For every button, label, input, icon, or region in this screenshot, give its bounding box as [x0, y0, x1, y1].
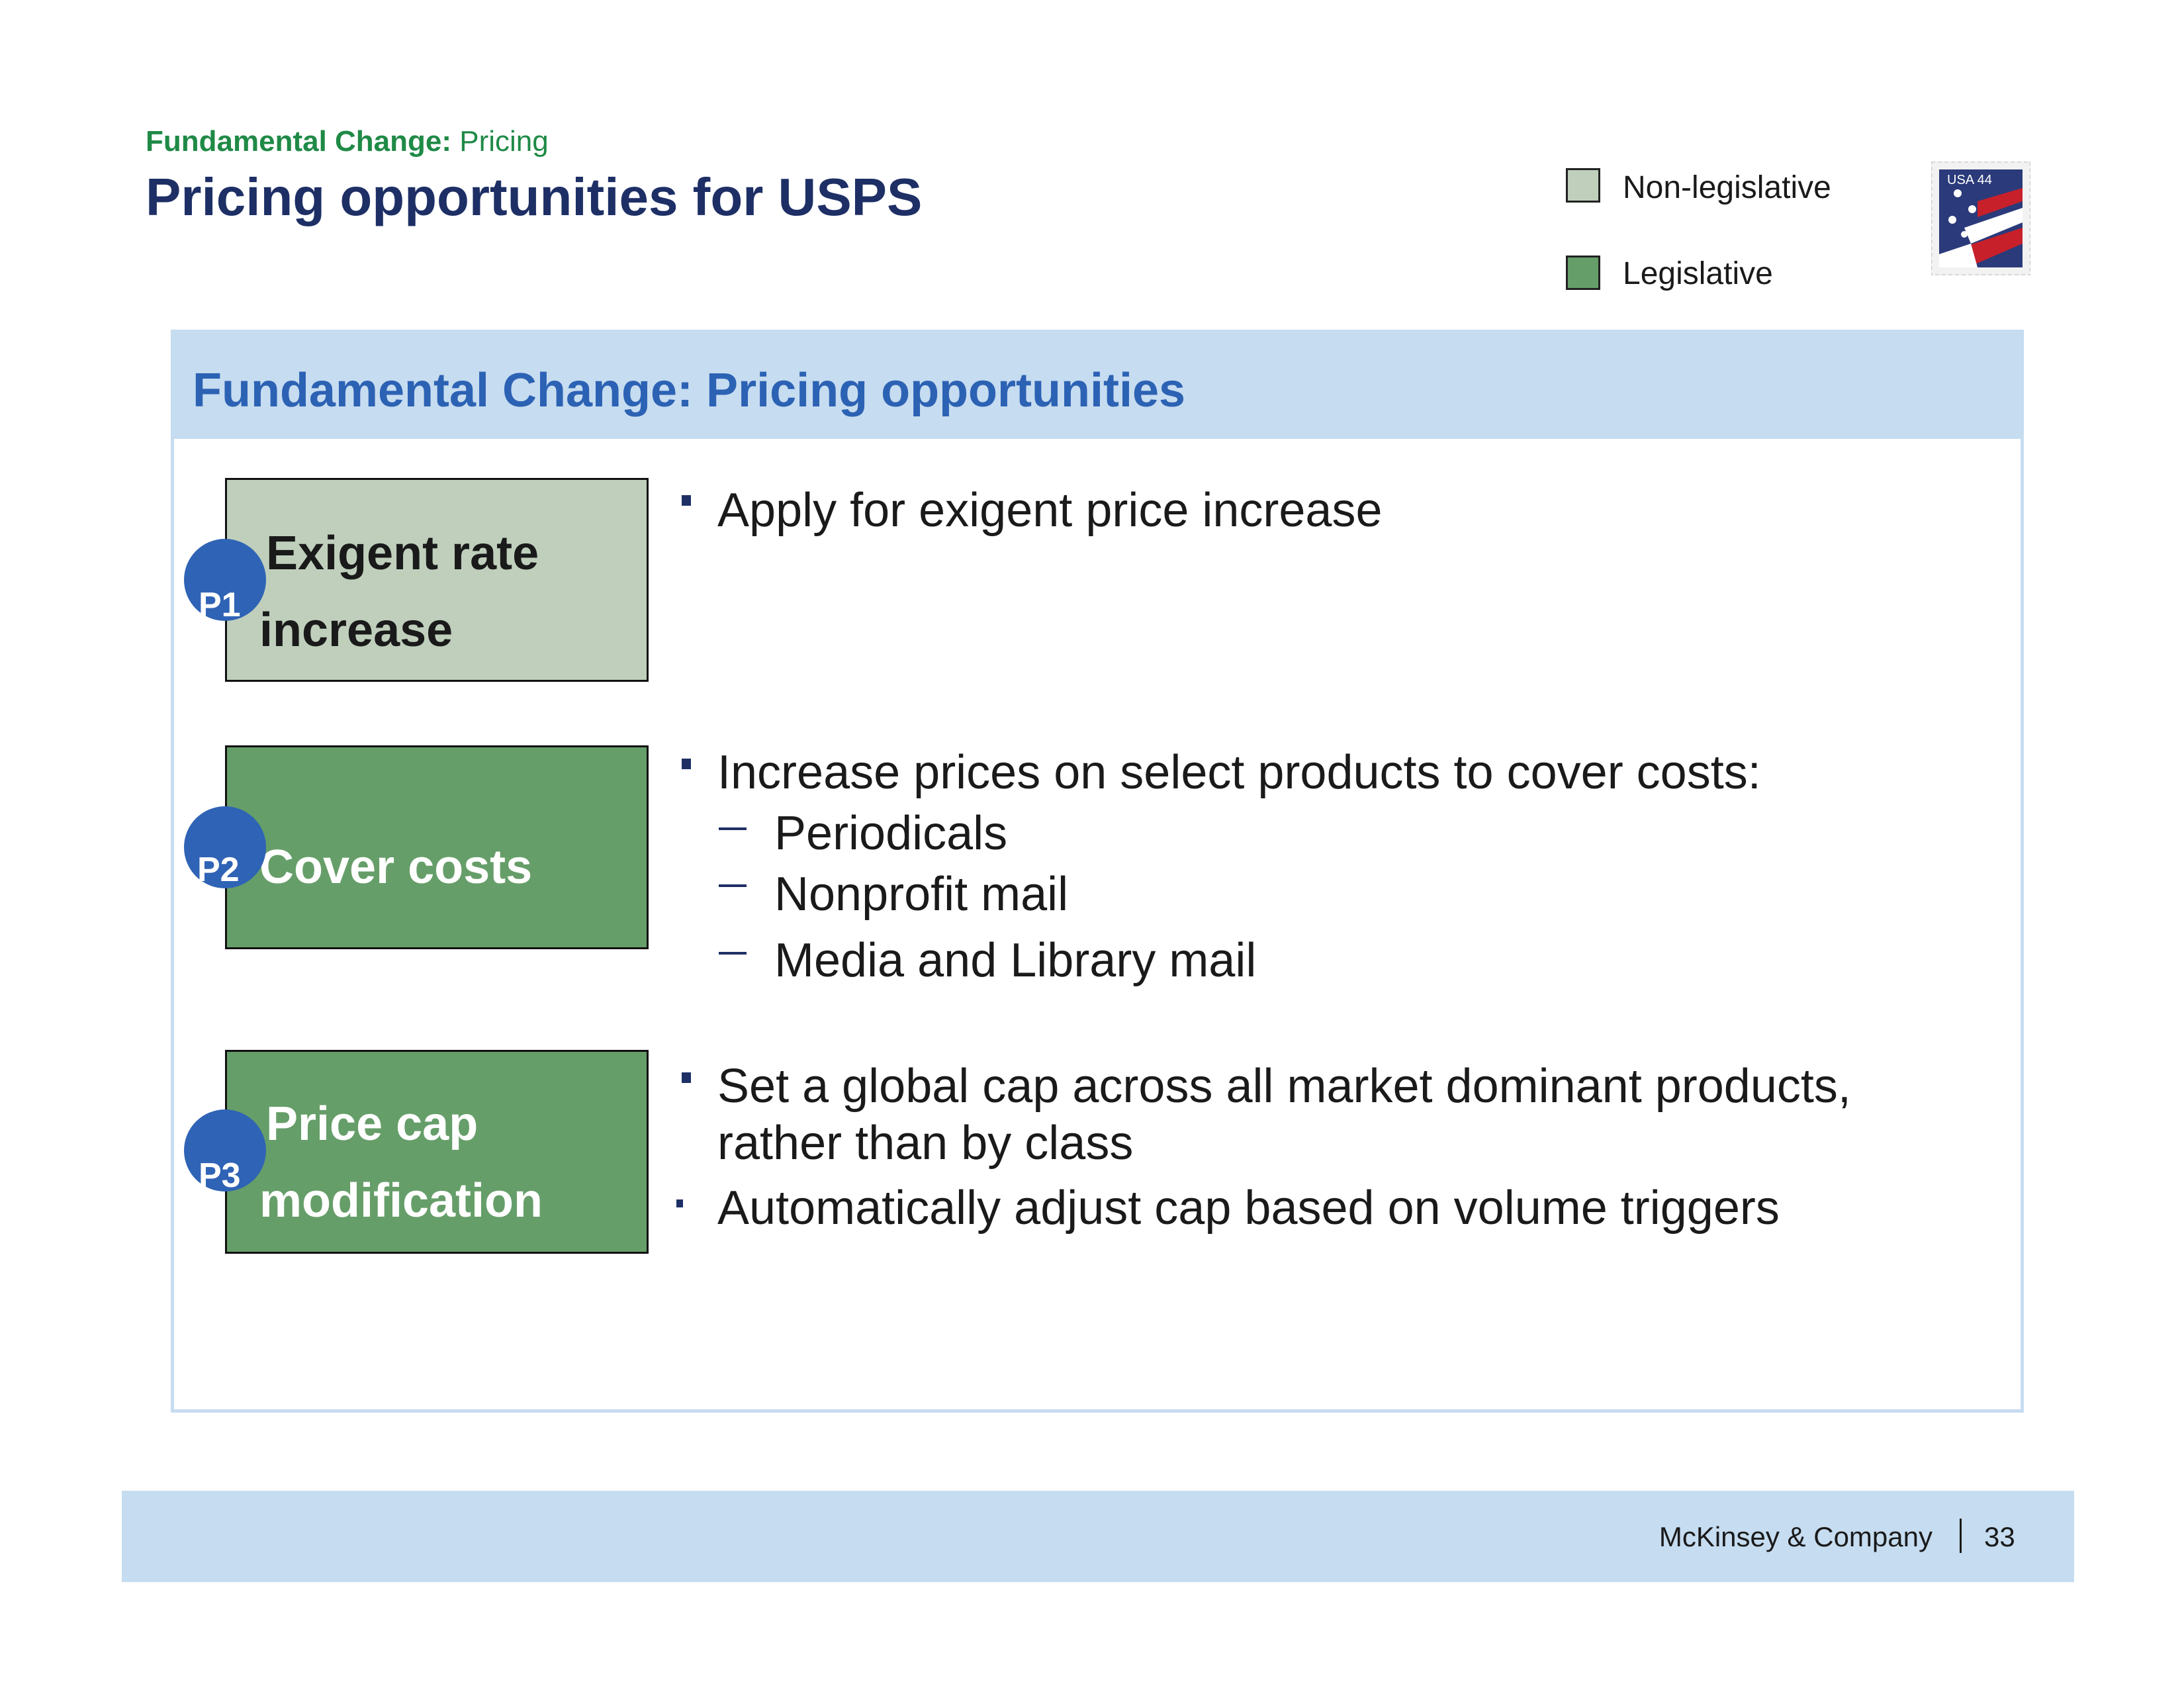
badge-label: P3: [199, 1156, 241, 1195]
panel-header: Fundamental Change: Pricing opportunitie…: [174, 333, 2021, 439]
sub-item-dash: [719, 827, 747, 830]
badge-label: P2: [197, 851, 240, 889]
category-label-line1: Cover costs: [259, 841, 533, 894]
bullet-text: Automatically adjust cap based on volume…: [717, 1182, 1780, 1235]
category-box-price-cap-modification: [225, 1050, 649, 1254]
bullet-text: Set a global cap across all market domin…: [717, 1060, 1851, 1113]
sub-item-dash: [719, 884, 747, 887]
legend-label-legislative: Legislative: [1623, 256, 1773, 291]
sub-item-text: Periodicals: [774, 807, 1008, 860]
bullet-marker: [682, 759, 691, 769]
bullet-marker: [682, 1072, 691, 1083]
stamp-text: USA 44: [1947, 173, 1992, 187]
legend-swatch-legislative: [1566, 256, 1600, 290]
bullet-text: Increase prices on select products to co…: [717, 746, 1761, 799]
footer-separator: [1960, 1519, 1962, 1553]
category-label-line1: Price cap: [266, 1098, 478, 1150]
page-number: 33: [1984, 1521, 2015, 1552]
sub-item-text: Nonprofit mail: [774, 868, 1069, 921]
category-label-line2: modification: [259, 1174, 543, 1227]
bullet-text: Apply for exigent price increase: [717, 484, 1383, 537]
usa-flag-stamp-image: USA 44: [1931, 162, 2030, 275]
badge-p2: [184, 806, 266, 888]
kicker: Fundamental Change: Pricing: [146, 123, 549, 160]
kicker-bold: Fundamental Change:: [146, 125, 452, 158]
legend-label-non-legislative: Non-legislative: [1623, 170, 1831, 205]
sub-item-dash: [719, 952, 747, 955]
kicker-rest: Pricing: [451, 125, 549, 158]
category-label-line2: increase: [259, 604, 453, 657]
footer-bar: [122, 1491, 2074, 1582]
bullet-marker: [682, 495, 691, 506]
footer-company: McKinsey & Company: [1659, 1521, 1933, 1552]
badge-p1: [184, 539, 266, 621]
category-label-line1: Exigent rate: [266, 527, 539, 580]
legend-swatch-non-legislative: [1566, 168, 1600, 203]
badge-p3: [184, 1109, 266, 1192]
bullet-text-continued: rather than by class: [717, 1117, 1134, 1170]
category-box-cover-costs: [225, 745, 649, 949]
badge-label: P1: [199, 586, 241, 624]
panel-title: Fundamental Change: Pricing opportunitie…: [193, 364, 1186, 417]
category-box-exigent-rate-increase: [225, 478, 649, 682]
bullet-marker: [676, 1199, 683, 1207]
page-title: Pricing opportunities for USPS: [146, 167, 923, 226]
sub-item-text: Media and Library mail: [774, 934, 1257, 987]
